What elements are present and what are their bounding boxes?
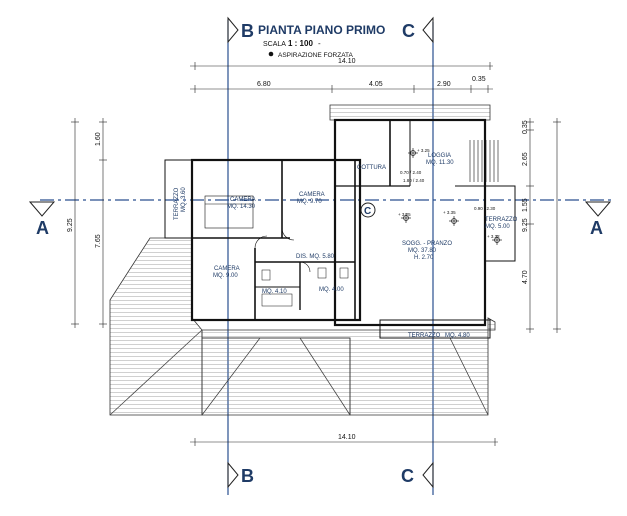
svg-text:A: A bbox=[590, 218, 603, 238]
svg-text:4.70: 4.70 bbox=[522, 270, 529, 284]
room-dis-name: DIS. MQ. 5.80 bbox=[296, 254, 335, 260]
room-camera-3-area: MQ. 9.00 bbox=[213, 273, 238, 279]
room-cottura-name: COTTURA bbox=[357, 165, 386, 171]
svg-text:14.10: 14.10 bbox=[338, 58, 356, 65]
room-camera-3-name: CAMERA bbox=[214, 266, 240, 272]
svg-text:14.10: 14.10 bbox=[338, 434, 356, 441]
svg-text:1.60: 1.60 bbox=[95, 132, 102, 146]
room-loggia-area: MQ. 11.30 bbox=[426, 160, 454, 166]
svg-text:B: B bbox=[241, 466, 254, 486]
room-terrazzo-left-area: MQ. 3.60 bbox=[181, 187, 187, 212]
room-camera-1-name: CAMERA bbox=[230, 197, 256, 203]
svg-text:+ 3.35: + 3.35 bbox=[443, 210, 456, 215]
svg-text:C: C bbox=[402, 21, 415, 41]
room-soggiorno-name: SOGG. - PRANZO bbox=[402, 241, 452, 247]
room-camera-1-area: MQ. 14.30 bbox=[227, 204, 256, 210]
svg-text:9.25: 9.25 bbox=[522, 218, 529, 232]
section-marker-c-bottom: C bbox=[401, 461, 434, 489]
scale-dash: - bbox=[318, 39, 321, 48]
room-camera-2-name: CAMERA bbox=[299, 192, 325, 198]
svg-text:+ 3.22: + 3.22 bbox=[487, 234, 500, 239]
room-bath-2-area: MQ. 4.00 bbox=[319, 287, 344, 293]
svg-text:0.35: 0.35 bbox=[472, 76, 486, 83]
kitchen-c-symbol: C bbox=[360, 202, 376, 218]
room-soggiorno-area: MQ. 37.80 bbox=[408, 248, 437, 254]
svg-text:4.05: 4.05 bbox=[369, 81, 383, 88]
room-camera-2-area: MQ. 9.70 bbox=[297, 199, 322, 205]
svg-text:9.25: 9.25 bbox=[67, 218, 74, 232]
svg-text:+ 3.25: + 3.25 bbox=[417, 148, 430, 153]
svg-text:B: B bbox=[241, 21, 254, 41]
svg-text:1.80 / 2.40: 1.80 / 2.40 bbox=[403, 178, 425, 183]
svg-text:0.35: 0.35 bbox=[522, 120, 529, 134]
extractor-fan-icon bbox=[268, 51, 274, 57]
svg-text:A: A bbox=[36, 218, 49, 238]
scale-value: 1 : 100 bbox=[288, 39, 313, 48]
svg-text:7.65: 7.65 bbox=[95, 234, 102, 248]
legend-label: ASPIRAZIONE FORZATA bbox=[278, 52, 354, 59]
section-marker-b-bottom: B bbox=[227, 461, 254, 489]
svg-text:0.90 / 2.30: 0.90 / 2.30 bbox=[474, 206, 496, 211]
svg-text:2.65: 2.65 bbox=[522, 152, 529, 166]
room-soggiorno-height: H. 2.70 bbox=[414, 255, 434, 261]
small-annotations: + 3.25 + 3.25 + 3.22 + 3.35 0.70 / 2.40 … bbox=[398, 148, 500, 239]
page-title: PIANTA PIANO PRIMO bbox=[258, 23, 385, 37]
room-terrazzo-bottom-name: TERRAZZO bbox=[408, 333, 441, 339]
svg-text:0.70 / 2.40: 0.70 / 2.40 bbox=[400, 170, 422, 175]
room-terrazzo-bottom-area: MQ. 4.80 bbox=[445, 333, 470, 339]
room-terrazzo-right-area: MQ. 5.00 bbox=[485, 224, 510, 230]
section-marker-c-top: C bbox=[402, 16, 434, 44]
dimension-lines bbox=[71, 62, 561, 446]
svg-text:1.55: 1.55 bbox=[522, 198, 529, 212]
room-labels: CAMERA MQ. 14.30 CAMERA MQ. 9.70 CAMERA … bbox=[174, 153, 518, 339]
section-marker-b-top: B bbox=[227, 16, 254, 44]
roof-areas bbox=[109, 104, 496, 416]
header-block: PIANTA PIANO PRIMO SCALA 1 : 100 - ASPIR… bbox=[258, 23, 385, 59]
elevation-markers bbox=[401, 148, 502, 245]
dimension-labels: 14.10 6.80 4.05 2.90 0.35 14.10 9.25 1.6… bbox=[67, 58, 529, 441]
room-loggia-name: LOGGIA bbox=[428, 153, 451, 159]
room-terrazzo-left-name: TERRAZZO bbox=[174, 187, 180, 220]
svg-text:C: C bbox=[364, 206, 371, 217]
room-terrazzo-right-name: TERRAZZO bbox=[485, 217, 518, 223]
svg-text:C: C bbox=[401, 466, 414, 486]
building-walls bbox=[164, 118, 516, 339]
svg-text:+ 3.25: + 3.25 bbox=[398, 212, 411, 217]
svg-text:2.90: 2.90 bbox=[437, 81, 451, 88]
section-marker-a-right: A bbox=[584, 201, 612, 238]
svg-text:6.80: 6.80 bbox=[257, 81, 271, 88]
scale-label: SCALA bbox=[263, 41, 286, 48]
section-lines bbox=[40, 20, 612, 495]
room-bath-1-area: MQ. 4.10 bbox=[262, 289, 287, 295]
section-marker-a-left: A bbox=[28, 201, 56, 238]
